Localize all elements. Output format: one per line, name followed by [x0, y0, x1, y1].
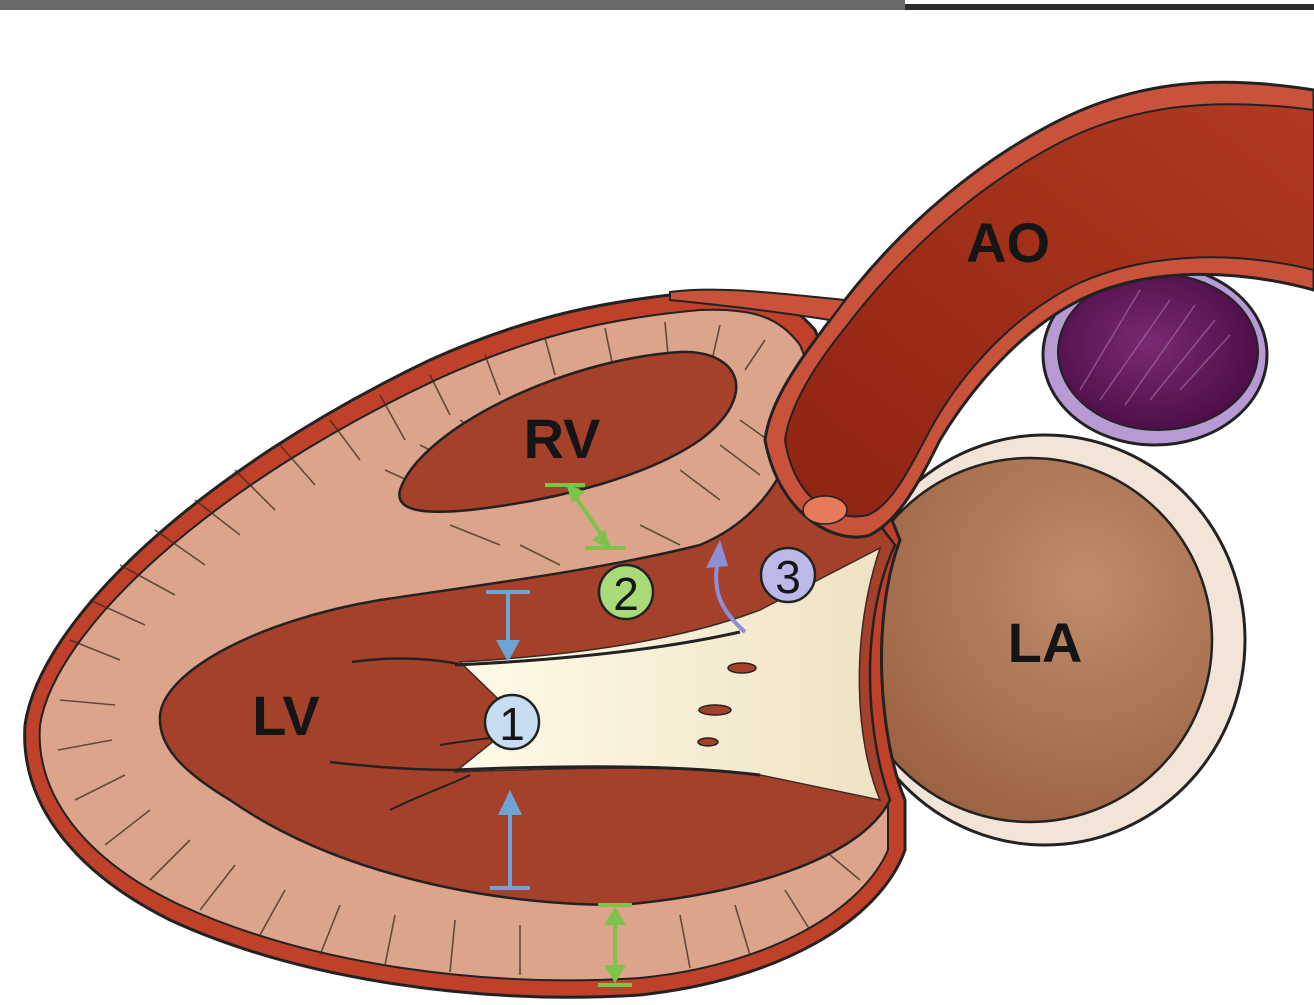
svg-text:2: 2 — [613, 568, 639, 620]
label-la: LA — [1008, 611, 1083, 674]
svg-text:3: 3 — [775, 551, 801, 603]
label-lv: LV — [252, 684, 319, 747]
label-ao: AO — [966, 211, 1050, 274]
svg-text:1: 1 — [499, 698, 525, 750]
marker-2: 2 — [599, 565, 653, 620]
marker-3: 3 — [761, 548, 815, 603]
marker-1: 1 — [485, 695, 539, 750]
label-rv: RV — [524, 407, 601, 470]
